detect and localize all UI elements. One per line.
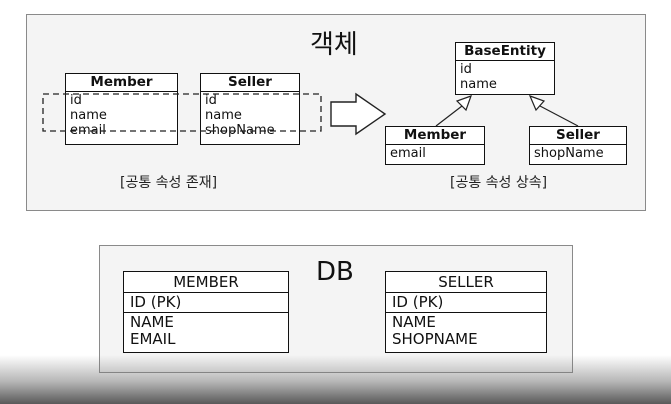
member-table-box: MEMBER ID (PK) NAME EMAIL [123, 271, 289, 353]
member-subclass-attr-email: email [390, 146, 426, 161]
seller-table-box: SELLER ID (PK) NAME SHOPNAME [385, 271, 547, 353]
member-table-name: MEMBER [124, 272, 288, 293]
common-attr-highlight [42, 93, 322, 132]
member-attr-email: email [70, 123, 106, 138]
common-attr-inherit-caption: [공통 속성 상속] [450, 175, 548, 191]
inherit-line-seller [539, 105, 579, 127]
seller-subclass-name: Seller [530, 127, 626, 145]
transform-arrow [330, 92, 387, 136]
member-table-col-name: NAME [130, 313, 174, 331]
seller-table-col-name: NAME [392, 313, 436, 331]
member-attr-name: name [70, 108, 107, 123]
member-table-pk: ID (PK) [124, 293, 288, 313]
seller-subclass-attr-shopname: shopName [534, 146, 604, 161]
inherit-arrowhead-member [455, 95, 472, 112]
bottom-shadow-fade [0, 355, 671, 404]
member-subclass-name: Member [386, 127, 484, 145]
seller-table-col-shopname: SHOPNAME [392, 330, 478, 348]
baseentity-attr-name: name [460, 77, 497, 92]
member-table-col-email: EMAIL [130, 330, 176, 348]
inherit-arrowhead-seller [528, 94, 546, 112]
member-class-name: Member [66, 74, 177, 92]
baseentity-attr-id: id [460, 62, 472, 77]
seller-class-box-right: Seller shopName [529, 126, 627, 165]
seller-attr-shopname: shopName [205, 123, 275, 138]
baseentity-class-box: BaseEntity id name [455, 42, 555, 95]
member-class-box-right: Member email [385, 126, 485, 165]
seller-table-name: SELLER [386, 272, 546, 293]
seller-attr-id: id [205, 93, 217, 108]
member-attr-id: id [70, 93, 82, 108]
baseentity-class-name: BaseEntity [456, 43, 554, 61]
inherit-line-member [435, 105, 463, 127]
seller-class-box-left: Seller id name shopName [200, 73, 300, 145]
object-section-title: 객체 [310, 30, 358, 60]
common-attr-exists-caption: [공통 속성 존재] [120, 175, 218, 191]
db-section-title: DB [316, 257, 354, 287]
seller-attr-name: name [205, 108, 242, 123]
member-class-box-left: Member id name email [65, 73, 178, 145]
seller-table-pk: ID (PK) [386, 293, 546, 313]
seller-class-name: Seller [201, 74, 299, 92]
